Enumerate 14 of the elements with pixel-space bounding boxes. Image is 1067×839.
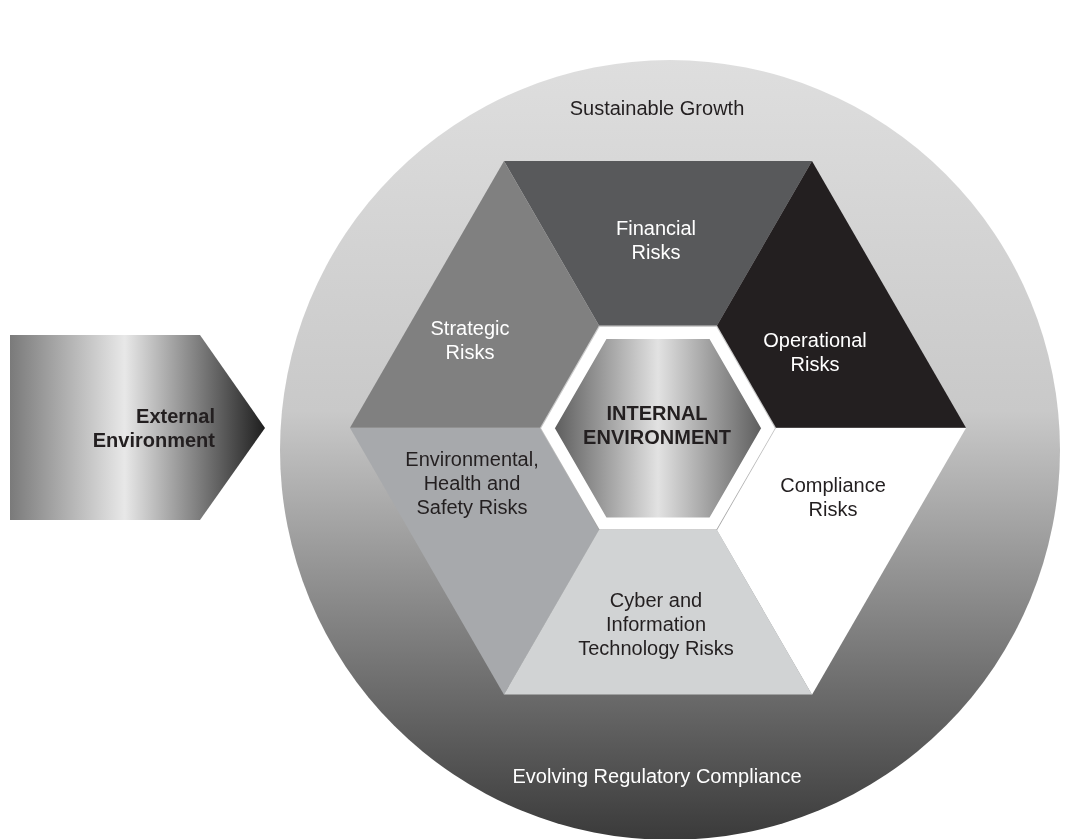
risk-segment (504, 530, 812, 695)
risk-segment (350, 161, 599, 428)
risk-segment (717, 161, 966, 428)
segment-label: Strategic Risks (429, 316, 511, 364)
chevron-label: External Environment (91, 404, 215, 452)
segment-label: INTERNAL ENVIRONMENT (582, 401, 732, 449)
chevron-shape (10, 335, 265, 520)
segment-label: Financial Risks (614, 216, 697, 264)
segment-label: Environmental, Health and Safety Risks (404, 447, 540, 519)
segment-label: Compliance Risks (779, 473, 887, 521)
segment-label: Cyber and Information Technology Risks (577, 588, 735, 660)
segment-label: Operational Risks (762, 328, 868, 376)
circle-caption: Sustainable Growth (568, 96, 746, 120)
circle-caption: Evolving Regulatory Compliance (511, 764, 803, 788)
